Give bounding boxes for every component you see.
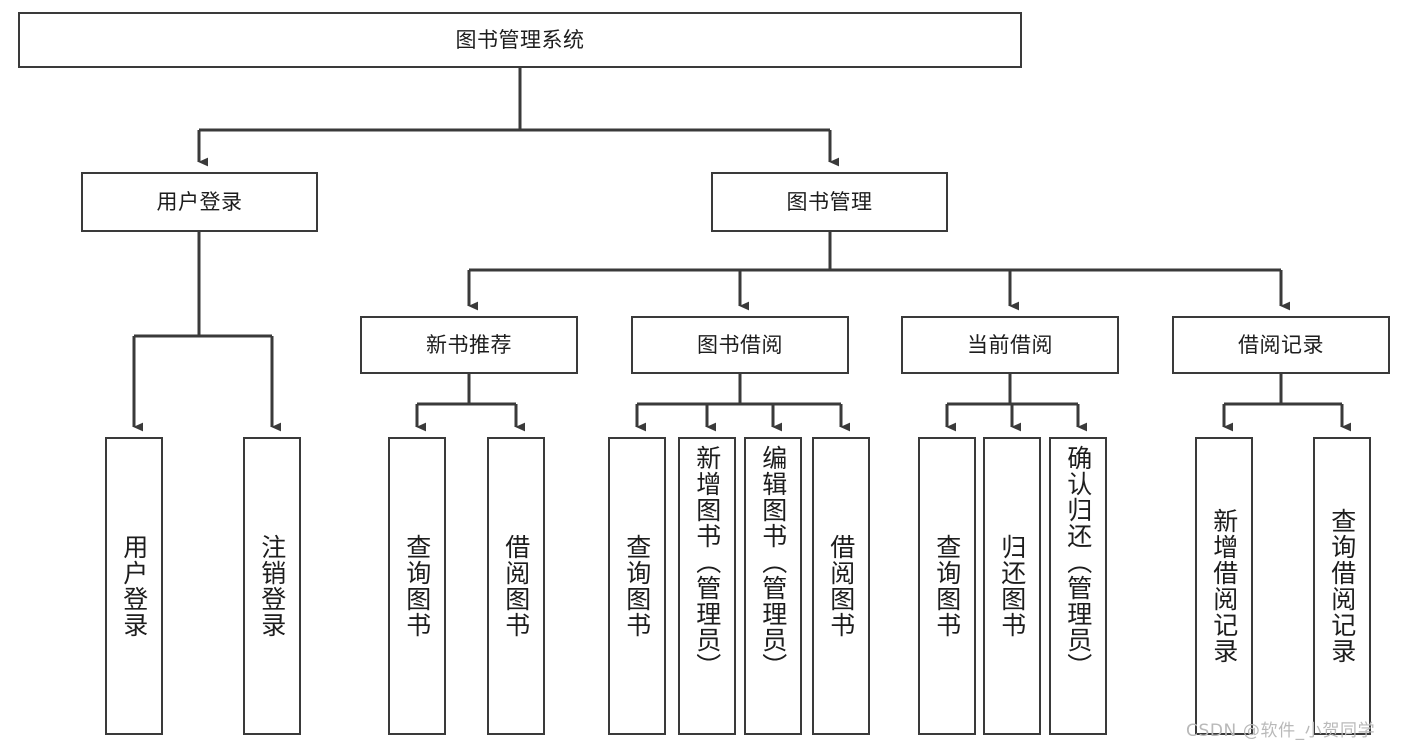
node-borrow-record[interactable]: 借阅记录 [1172,316,1390,374]
node-book-manage-label: 图书管理 [786,189,873,214]
node-leaf-edit-book-label: 编辑图书（管理员） [758,445,788,679]
node-leaf-borrow-book-recommend[interactable]: 借阅图书 [487,437,545,735]
node-leaf-query-borrow-record-label: 查询借阅记录 [1327,508,1357,664]
node-leaf-user-login-label: 用户登录 [119,534,149,638]
node-leaf-add-book-label: 新增图书（管理员） [692,445,722,679]
node-leaf-query-book-recommend-label: 查询图书 [402,534,432,638]
node-current-borrow[interactable]: 当前借阅 [901,316,1119,374]
node-borrow-record-label: 借阅记录 [1238,332,1324,357]
node-new-book-recommend-label: 新书推荐 [426,332,512,357]
node-leaf-query-book-current[interactable]: 查询图书 [918,437,976,735]
node-leaf-borrow-book-recommend-label: 借阅图书 [501,534,531,638]
node-book-borrow-label: 图书借阅 [697,332,783,357]
node-leaf-add-book[interactable]: 新增图书（管理员） [678,437,736,735]
node-leaf-query-book-recommend[interactable]: 查询图书 [388,437,446,735]
node-book-borrow[interactable]: 图书借阅 [631,316,849,374]
node-leaf-confirm-return[interactable]: 确认归还（管理员） [1049,437,1107,735]
node-leaf-query-book-borrow[interactable]: 查询图书 [608,437,666,735]
node-leaf-borrow-book-borrow[interactable]: 借阅图书 [812,437,870,735]
node-book-manage[interactable]: 图书管理 [711,172,948,232]
node-leaf-add-borrow-record-label: 新增借阅记录 [1209,508,1239,664]
node-current-borrow-label: 当前借阅 [967,332,1053,357]
node-leaf-add-borrow-record[interactable]: 新增借阅记录 [1195,437,1253,735]
node-leaf-confirm-return-label: 确认归还（管理员） [1063,445,1093,679]
node-leaf-borrow-book-borrow-label: 借阅图书 [826,534,856,638]
node-leaf-return-book[interactable]: 归还图书 [983,437,1041,735]
node-leaf-query-borrow-record[interactable]: 查询借阅记录 [1313,437,1371,735]
node-new-book-recommend[interactable]: 新书推荐 [360,316,578,374]
node-leaf-user-logout-label: 注销登录 [257,534,287,638]
node-leaf-return-book-label: 归还图书 [997,534,1027,638]
node-leaf-user-logout[interactable]: 注销登录 [243,437,301,735]
node-user-login[interactable]: 用户登录 [81,172,318,232]
node-leaf-edit-book[interactable]: 编辑图书（管理员） [744,437,802,735]
node-user-login-label: 用户登录 [156,189,243,214]
node-root-label: 图书管理系统 [455,27,585,52]
watermark-text: CSDN @软件_小贺同学 [1186,721,1376,741]
node-leaf-query-book-current-label: 查询图书 [932,534,962,638]
node-leaf-query-book-borrow-label: 查询图书 [622,534,652,638]
node-leaf-user-login[interactable]: 用户登录 [105,437,163,735]
node-root[interactable]: 图书管理系统 [18,12,1022,68]
